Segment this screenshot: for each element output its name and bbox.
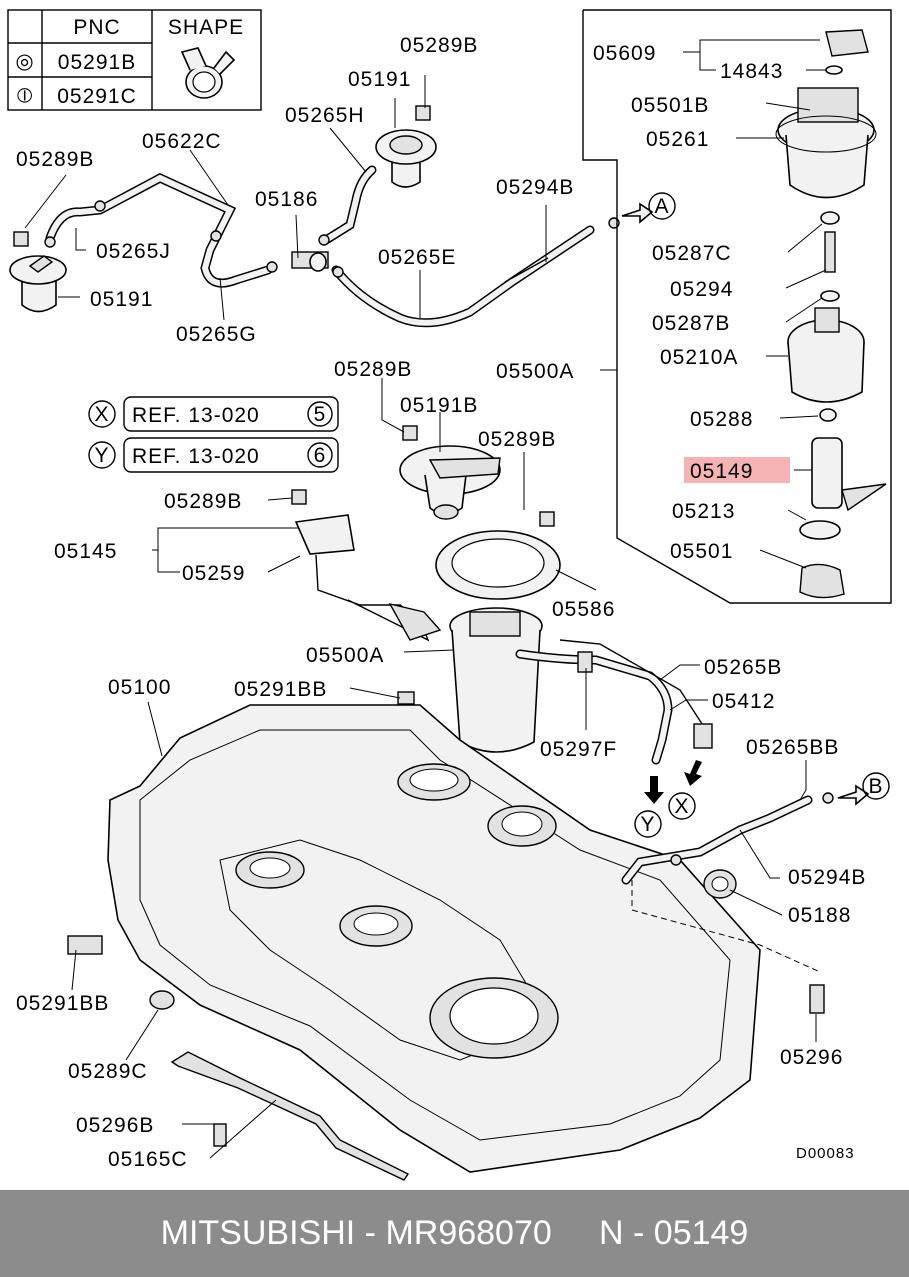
table-row-pnc: 05291C xyxy=(57,85,137,108)
label-05265J: 05265J xyxy=(96,240,171,263)
label-05501B: 05501B xyxy=(631,94,709,117)
label-05294B: 05294B xyxy=(496,176,574,199)
parts-diagram: PNC SHAPE ◎ 05291B ⦶ 05291C xyxy=(7,9,892,1181)
ref-label-a: A xyxy=(654,195,669,218)
label-05265BB: 05265BB xyxy=(746,736,839,759)
ref-x-text: REF. 13-020 xyxy=(132,404,260,427)
table-header-shape: SHAPE xyxy=(168,16,244,39)
ref-box-y: Y REF. 13-020 6 xyxy=(88,437,339,473)
label-05191: 05191 xyxy=(90,288,153,311)
ref-y-symbol: Y xyxy=(94,444,109,467)
filler-neck-05191-left xyxy=(9,231,67,313)
label-05289B: 05289B xyxy=(164,490,242,513)
table-row-symbol: ⦶ xyxy=(17,84,33,107)
label-05296: 05296 xyxy=(780,1046,843,1069)
label-05289B: 05289B xyxy=(400,34,478,57)
highlight-05149 xyxy=(684,457,790,483)
ref-label-y: Y xyxy=(640,813,655,836)
label-05149: 05149 xyxy=(690,460,753,483)
label-05210A: 05210A xyxy=(660,346,738,369)
fuel-pump-exploded-box xyxy=(582,9,892,604)
label-05100: 05100 xyxy=(108,676,171,699)
label-05265G: 05265G xyxy=(176,323,257,346)
table-header-pnc: PNC xyxy=(73,16,120,39)
label-05265B: 05265B xyxy=(704,656,782,679)
ref-box-x: X REF. 13-020 5 xyxy=(88,396,339,432)
label-05191B: 05191B xyxy=(400,394,478,417)
ref-circle-a xyxy=(648,192,676,220)
ref-circle-b xyxy=(862,772,890,800)
leader-lines-middle xyxy=(152,378,708,730)
label-05294: 05294 xyxy=(670,278,733,301)
ref-x-number: 5 xyxy=(314,403,327,426)
ref-y-number: 6 xyxy=(314,444,327,467)
footer-n-prefix: N xyxy=(599,1214,624,1252)
middle-components xyxy=(291,425,713,804)
filler-neck-05191-top xyxy=(375,105,437,188)
fuel-tank-05100 xyxy=(67,704,870,1181)
label-05622C: 05622C xyxy=(142,130,222,153)
label-05259: 05259 xyxy=(182,562,245,585)
ref-y-text: REF. 13-020 xyxy=(132,445,260,468)
footer-separator: - xyxy=(355,1214,386,1252)
diagram-code: D00083 xyxy=(796,1145,855,1162)
label-05289C: 05289C xyxy=(68,1060,148,1083)
label-05145: 05145 xyxy=(54,540,117,563)
label-05294B: 05294B xyxy=(788,866,866,889)
label-05213: 05213 xyxy=(672,500,735,523)
label-05500A: 05500A xyxy=(496,360,574,383)
label-05186: 05186 xyxy=(255,188,318,211)
label-05291BB: 05291BB xyxy=(16,992,109,1015)
label-05586: 05586 xyxy=(552,598,615,621)
leader-lines-top xyxy=(24,75,547,321)
label-05188: 05188 xyxy=(788,904,851,927)
pnc-shape-table: PNC SHAPE ◎ 05291B ⦶ 05291C xyxy=(7,9,262,111)
ref-label-x: X xyxy=(674,795,689,818)
label-05289B: 05289B xyxy=(478,428,556,451)
footer-brand: MITSUBISHI xyxy=(160,1214,356,1252)
table-row-symbol: ◎ xyxy=(15,50,34,73)
label-05265E: 05265E xyxy=(378,246,456,269)
footer-separator: - xyxy=(623,1214,654,1252)
filler-hoses-group xyxy=(9,105,654,328)
label-05501: 05501 xyxy=(670,540,733,563)
leader-lines-right xyxy=(600,39,827,569)
label-05288: 05288 xyxy=(690,408,753,431)
ref-circle-x xyxy=(668,792,696,820)
footer-pnc: 05149 xyxy=(653,1214,749,1252)
ref-circle-y xyxy=(634,810,662,838)
label-05609: 05609 xyxy=(593,42,656,65)
part-labels: 05289B 05191 05265H 05622C 05289B 05186 … xyxy=(16,34,890,1171)
ref-label-b: B xyxy=(868,775,883,798)
label-05296B: 05296B xyxy=(76,1114,154,1137)
label-05289B: 05289B xyxy=(16,148,94,171)
label-05165C: 05165C xyxy=(108,1148,188,1171)
label-05265H: 05265H xyxy=(285,104,365,127)
label-05500A: 05500A xyxy=(306,644,384,667)
label-05297F: 05297F xyxy=(540,738,617,761)
part-number-footer: MITSUBISHI - MR968070 N - 05149 xyxy=(0,1190,909,1277)
hose-clamp-icon xyxy=(180,47,236,99)
label-14843: 14843 xyxy=(720,60,783,83)
label-05191: 05191 xyxy=(348,68,411,91)
footer-gap xyxy=(552,1214,599,1253)
footer-part-number: MR968070 xyxy=(385,1214,552,1252)
table-row-pnc: 05291B xyxy=(58,51,136,74)
label-05287B: 05287B xyxy=(652,312,730,335)
ref-x-symbol: X xyxy=(94,403,109,426)
label-05412: 05412 xyxy=(712,690,775,713)
label-05287C: 05287C xyxy=(652,242,732,265)
leader-lines-bottom xyxy=(71,701,817,1159)
label-05291BB: 05291BB xyxy=(234,678,327,701)
label-05289B: 05289B xyxy=(334,358,412,381)
label-05261: 05261 xyxy=(646,128,709,151)
